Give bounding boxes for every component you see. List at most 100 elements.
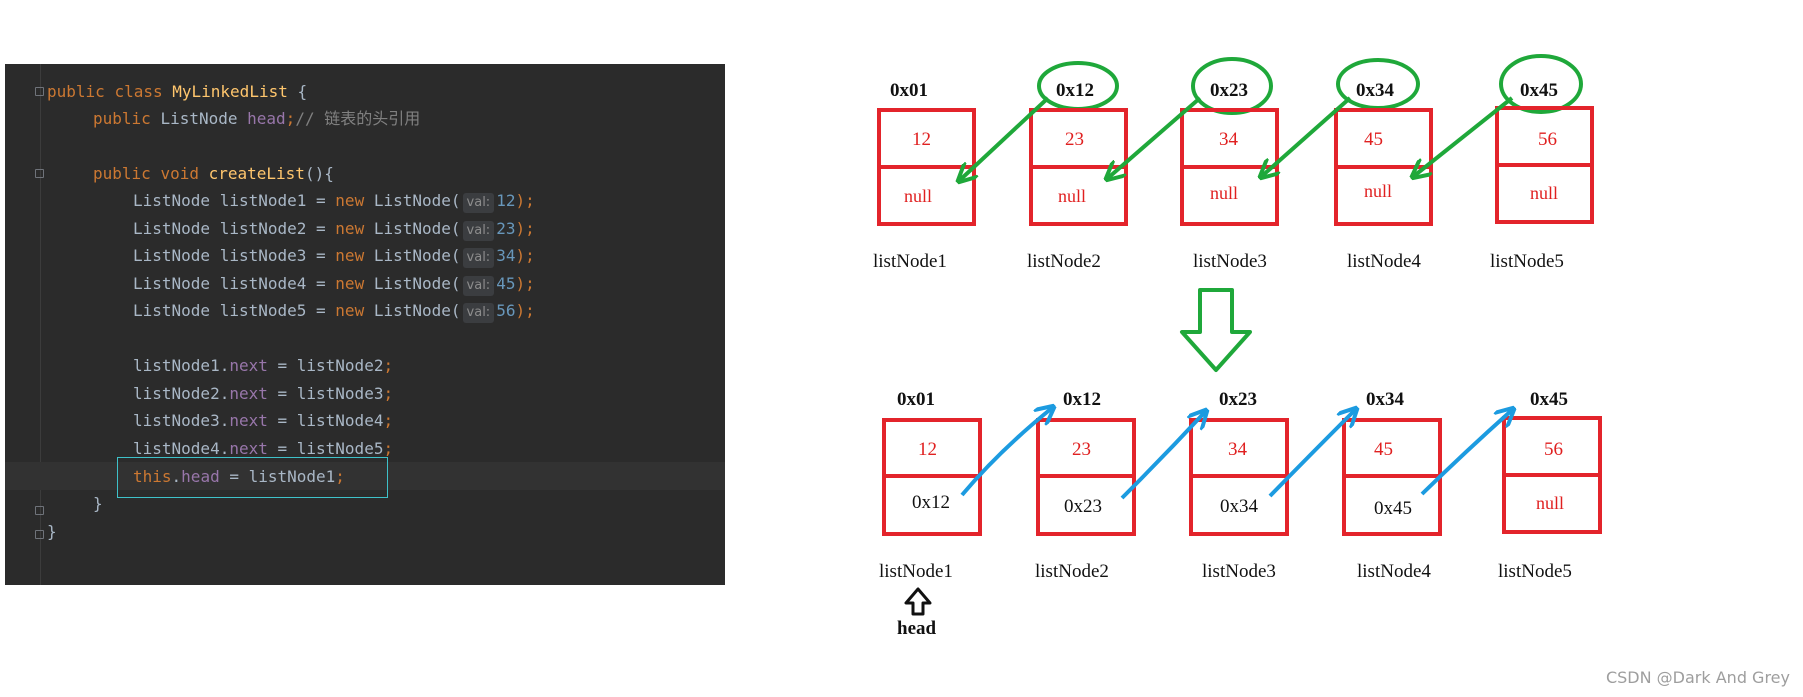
code-text: ListNode listNode1 = (133, 191, 336, 210)
field-name: next (229, 356, 268, 375)
node-address: 0x23 (1210, 80, 1248, 101)
blue-arrow (960, 408, 1052, 497)
green-arrow (1108, 96, 1202, 178)
code-line-head-field[interactable]: public ListNode head;// 链表的头引用 (93, 105, 725, 132)
node-label: listNode1 (879, 561, 953, 582)
gutter-divider (40, 64, 41, 585)
code-text: ); (515, 274, 535, 293)
code-line-close-class[interactable]: } (47, 518, 725, 545)
code-text: ; (285, 109, 296, 128)
code-line-class-decl[interactable]: public class MyLinkedList { (47, 78, 725, 105)
bottom-node-3: 0x23 34 0x34 listNode3 (1189, 389, 1289, 582)
code-line-create-node[interactable]: ListNode listNode4 = new ListNode(val:45… (133, 270, 725, 297)
fold-marker-class-end[interactable] (35, 530, 44, 539)
code-text: listNode3. (133, 411, 230, 430)
code-text: ListNode( (364, 301, 461, 320)
node-next: null (1364, 181, 1392, 201)
code-text: ); (515, 301, 535, 320)
top-node-2: 0x12 23 null listNode2 (1027, 61, 1128, 272)
node-label: listNode1 (873, 251, 947, 272)
code-text: ListNode listNode3 = (133, 246, 336, 265)
node-next: null (1536, 493, 1564, 513)
code-text: } (93, 494, 103, 513)
code-line-link-node[interactable]: listNode1.next = listNode2; (133, 352, 725, 379)
node-val: 56 (1538, 129, 1557, 150)
code-line-method-decl[interactable]: public void createList(){ (93, 160, 725, 187)
code-line-create-node[interactable]: ListNode listNode3 = new ListNode(val:34… (133, 242, 725, 269)
node-label: listNode2 (1035, 561, 1109, 582)
code-text: listNode2. (133, 384, 230, 403)
keyword: class (114, 82, 163, 101)
code-editor[interactable]: public class MyLinkedList { public ListN… (5, 64, 725, 585)
fold-marker-method[interactable] (35, 169, 44, 178)
bottom-node-4: 0x34 45 0x45 listNode4 (1342, 389, 1442, 582)
fold-marker-method-end[interactable] (35, 506, 44, 515)
node-val: 45 (1374, 439, 1393, 460)
code-text: (){ (304, 164, 334, 183)
keyword: new (335, 274, 365, 293)
number-literal: 56 (496, 301, 516, 320)
node-address: 0x23 (1219, 389, 1257, 410)
node-address: 0x01 (890, 80, 928, 101)
address-highlight (1191, 57, 1273, 115)
bottom-node-2: 0x12 23 0x23 listNode2 (1035, 389, 1136, 582)
code-text: listNode4. (133, 439, 230, 458)
number-literal: 23 (496, 219, 516, 238)
number-literal: 45 (496, 274, 516, 293)
code-line-close-method[interactable]: } (93, 490, 725, 517)
green-arrow (1414, 96, 1514, 176)
code-line-link-node[interactable]: listNode3.next = listNode4; (133, 407, 725, 434)
blue-arrow (1420, 410, 1512, 496)
code-text: ; (383, 411, 394, 430)
code-text: = listNode3 (267, 384, 384, 403)
field-name: head (181, 467, 220, 486)
code-line-create-node[interactable]: ListNode listNode5 = new ListNode(val:56… (133, 297, 725, 324)
bottom-row: 0x01 12 0x12 listNode1 0x12 23 0x23 list… (879, 389, 1602, 582)
address-highlight (1499, 54, 1583, 114)
code-text: ; (335, 467, 345, 486)
param-hint: val: (462, 248, 495, 268)
green-arrow (1262, 96, 1352, 176)
node-label: listNode3 (1202, 561, 1276, 582)
code-text: { (287, 82, 308, 101)
current-line-highlight (5, 462, 725, 490)
code-text: listNode1. (133, 356, 230, 375)
param-hint: val: (462, 193, 495, 213)
type-name: ListNode (160, 109, 238, 128)
param-hint: val: (462, 221, 495, 241)
watermark: CSDN @Dark And Grey (1605, 668, 1790, 687)
code-text: . (171, 467, 182, 486)
code-line-link-node[interactable]: listNode2.next = listNode3; (133, 380, 725, 407)
node-address: 0x45 (1520, 80, 1558, 101)
down-arrow-icon (1180, 288, 1252, 372)
node-label: listNode4 (1357, 561, 1431, 582)
code-text: ; (383, 439, 394, 458)
bottom-node-5: 0x45 56 null listNode5 (1498, 389, 1602, 582)
top-node-3: 0x23 34 null listNode3 (1180, 57, 1279, 272)
top-node-5: 0x45 56 null listNode5 (1490, 54, 1594, 272)
code-text: ); (515, 191, 535, 210)
code-line-create-node[interactable]: ListNode listNode1 = new ListNode(val:12… (133, 187, 725, 214)
code-text: ListNode( (364, 274, 461, 293)
node-val: 12 (912, 129, 931, 150)
code-line-create-node[interactable]: ListNode listNode2 = new ListNode(val:23… (133, 215, 725, 242)
fold-marker-class[interactable] (35, 87, 44, 96)
code-text: = listNode2 (267, 356, 384, 375)
keyword: new (335, 191, 365, 210)
keyword: this (133, 467, 172, 486)
field-name: next (229, 411, 268, 430)
node-val: 23 (1072, 439, 1091, 460)
node-val: 56 (1544, 439, 1563, 460)
node-next: 0x12 (912, 492, 950, 513)
selection-highlight (117, 457, 388, 498)
code-line-head-assign[interactable]: this.head = listNode1; (133, 463, 725, 490)
keyword: new (335, 301, 365, 320)
node-next: null (904, 186, 932, 206)
node-address: 0x12 (1056, 80, 1094, 101)
node-label: listNode3 (1193, 251, 1267, 272)
node-next: null (1530, 183, 1558, 203)
up-arrow-icon (904, 587, 932, 616)
node-label: listNode5 (1490, 251, 1564, 272)
code-line-link-node[interactable]: listNode4.next = listNode5; (133, 435, 725, 462)
